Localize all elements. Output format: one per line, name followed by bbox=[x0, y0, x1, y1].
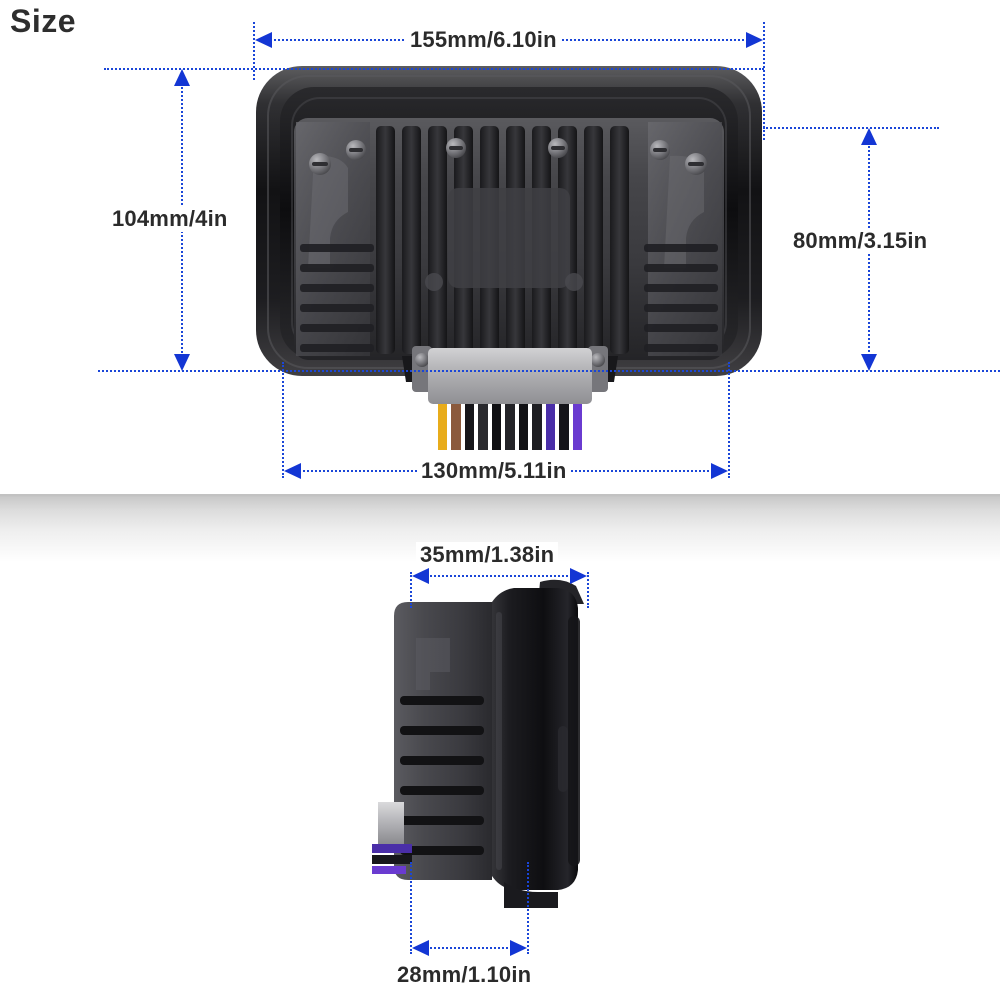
dimension-label-depth-body: 28mm/1.10in bbox=[393, 962, 536, 988]
arrowhead-left-depth-overall bbox=[412, 568, 429, 584]
screw bbox=[309, 138, 707, 291]
extension-line-top-right bbox=[763, 22, 765, 140]
arrowhead-left-depth-body bbox=[412, 940, 429, 956]
arrowhead-right-depth-body bbox=[510, 940, 527, 956]
dimension-line-depth-body bbox=[414, 947, 524, 949]
arrowhead-bottom-height-body bbox=[861, 354, 877, 371]
wire-harness bbox=[438, 404, 582, 450]
dimension-label-height-body: 80mm/3.15in bbox=[789, 228, 932, 254]
page-title: Size bbox=[10, 3, 77, 39]
extension-line-depth-body-left bbox=[410, 862, 412, 954]
arrowhead-right-width-body bbox=[711, 463, 728, 479]
connector-bracket bbox=[412, 346, 608, 404]
panel-rear-view: Size bbox=[0, 0, 1000, 494]
arrowhead-right-depth-overall bbox=[570, 568, 587, 584]
guide-line-top-right bbox=[763, 127, 939, 129]
extension-line-depth-body-right bbox=[527, 862, 529, 954]
dimension-line-depth-overall bbox=[414, 575, 584, 577]
dimension-label-height-overall: 104mm/4in bbox=[108, 206, 232, 232]
arrowhead-left-width-body bbox=[284, 463, 301, 479]
arrowhead-left-width-overall bbox=[255, 32, 272, 48]
dimension-label-width-body: 130mm/5.11in bbox=[417, 458, 571, 484]
extension-line-top-left bbox=[253, 22, 255, 80]
arrowhead-right-width-overall bbox=[746, 32, 763, 48]
guide-line-top-left bbox=[104, 68, 764, 70]
panel-side-view: 35mm/1.38in 28mm/1.10in bbox=[0, 494, 1000, 1000]
product-image-rear-view bbox=[252, 60, 766, 450]
extension-line-depth-overall-left bbox=[410, 572, 412, 608]
product-image-side-view bbox=[372, 576, 622, 926]
arrowhead-top-height-body bbox=[861, 128, 877, 145]
extension-line-bottom-right bbox=[728, 362, 730, 478]
extension-line-depth-overall-right bbox=[587, 572, 589, 608]
arrowhead-top-height-overall bbox=[174, 69, 190, 86]
extension-line-bottom-left bbox=[282, 362, 284, 478]
dimension-label-depth-overall: 35mm/1.38in bbox=[416, 542, 559, 568]
guide-line-bottom-left bbox=[98, 370, 1000, 372]
dimension-label-width-overall: 155mm/6.10in bbox=[406, 27, 561, 53]
arrowhead-bottom-height-overall bbox=[174, 354, 190, 371]
wire-exit bbox=[372, 802, 412, 874]
